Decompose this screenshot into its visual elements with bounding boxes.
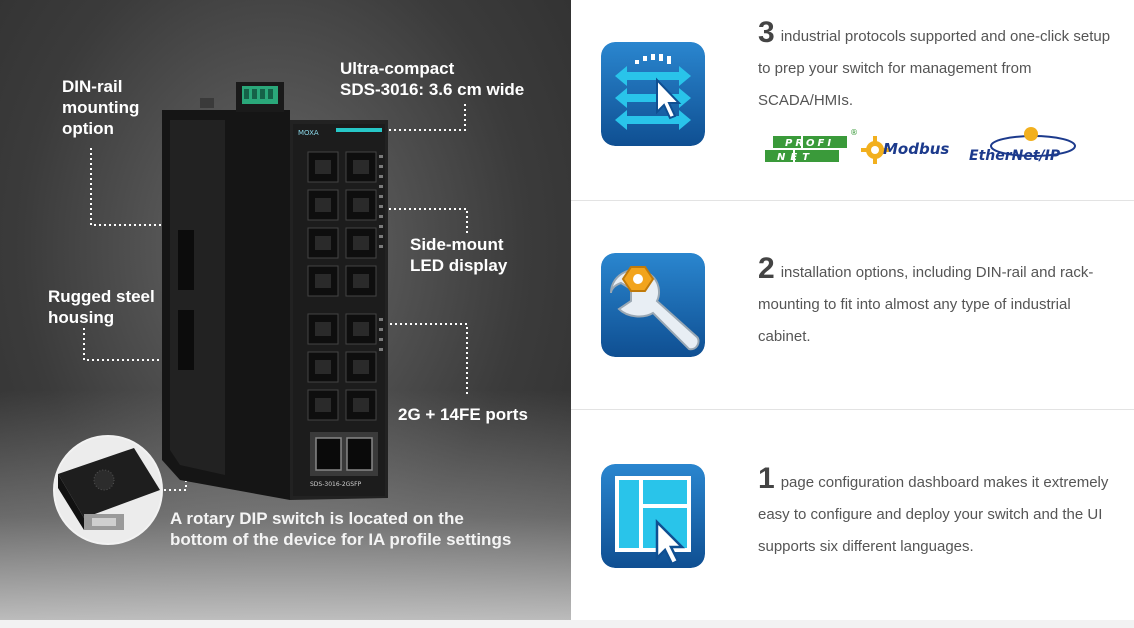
callout-compact-line1: Ultra-compact: [340, 59, 455, 78]
switch-device-image: MOXA: [162, 82, 388, 500]
svg-text:NET: NET: [777, 152, 814, 163]
svg-text:MOXA: MOXA: [298, 129, 319, 137]
callout-din-rail-line1: DIN-rail: [62, 77, 123, 96]
svg-text:SDS-3016-2GSFP: SDS-3016-2GSFP: [310, 481, 362, 488]
callout-led-display: Side-mount LED display: [410, 234, 507, 276]
profinet-logo: PROFI NET ®: [765, 128, 858, 163]
wrench-icon: [601, 253, 705, 357]
feature-protocols-number: 3: [758, 16, 775, 49]
feature-protocols-description: industrial protocols supported and one-c…: [758, 28, 1111, 109]
svg-text:PROFI: PROFI: [785, 138, 834, 149]
callout-din-rail-line3: option: [62, 119, 114, 138]
callout-din-rail-line2: mounting: [62, 98, 140, 117]
callout-dip-line2: bottom of the device for IA profile sett…: [170, 530, 512, 549]
feature-installation-number: 2: [758, 252, 775, 285]
callout-led-line2: LED display: [410, 256, 508, 275]
callout-din-rail: DIN-rail mounting option: [62, 76, 139, 139]
callout-rugged-line2: housing: [48, 308, 115, 327]
dashboard-icon: [601, 464, 705, 568]
modbus-logo: Modbus: [861, 136, 949, 164]
callout-rugged-line1: Rugged steel: [48, 287, 155, 306]
callout-ports: 2G + 14FE ports: [398, 405, 528, 424]
callout-compact-line2: SDS-3016: 3.6 cm wide: [340, 80, 525, 99]
feature-divider: [571, 200, 1134, 201]
feature-dashboard-description: page configuration dashboard makes it ex…: [758, 474, 1109, 555]
callout-led-line1: Side-mount: [410, 235, 504, 254]
ethernetip-logo: EtherNet/IP: [969, 127, 1076, 164]
feature-dashboard-number: 1: [758, 462, 775, 495]
svg-text:EtherNet/IP: EtherNet/IP: [969, 148, 1061, 164]
svg-text:®: ®: [850, 128, 858, 137]
product-hero: MOXA: [0, 0, 571, 620]
callout-dip-line1: A rotary DIP switch is located on the: [170, 509, 464, 528]
feature-divider: [571, 409, 1134, 410]
callout-ultra-compact: Ultra-compact SDS-3016: 3.6 cm wide: [340, 58, 524, 100]
dip-switch-closeup-image: [53, 435, 163, 545]
bottom-strip: [0, 620, 1134, 628]
protocol-arrows-icon: [601, 42, 705, 146]
svg-text:Modbus: Modbus: [883, 140, 949, 158]
callout-dip-switch: A rotary DIP switch is located on the bo…: [170, 508, 511, 550]
callout-rugged-housing: Rugged steel housing: [48, 286, 155, 328]
protocol-logos: PROFI NET ® Modbus EtherNet/IP: [765, 127, 1076, 164]
feature-installation-description: installation options, including DIN-rail…: [758, 264, 1094, 345]
